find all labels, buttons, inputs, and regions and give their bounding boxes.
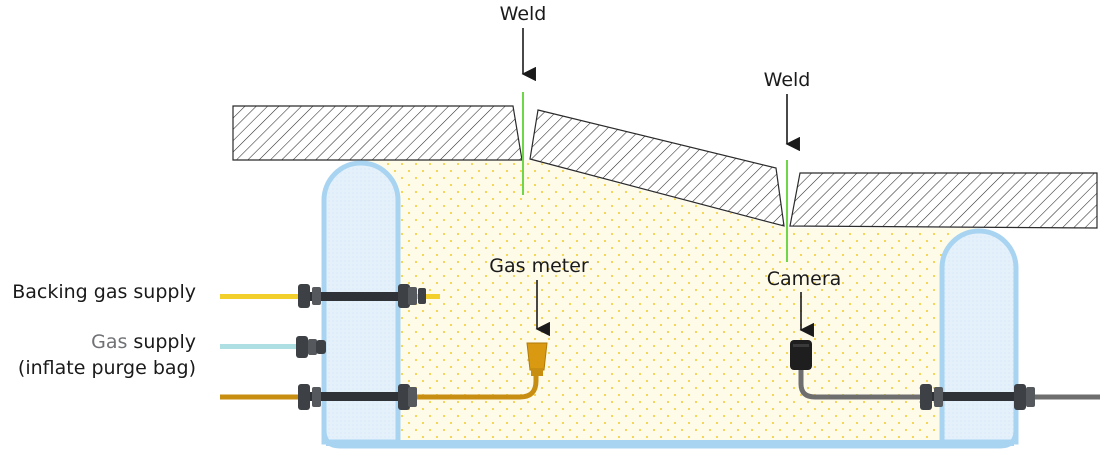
pipe-section-right	[789, 172, 1098, 229]
gas-meter-line	[220, 370, 539, 410]
camera-label: Camera	[767, 268, 842, 290]
pipe-section-left	[232, 105, 523, 161]
weld-label-left: Weld	[500, 3, 547, 25]
camera	[790, 340, 812, 370]
gas-supply-label-suffix: supply	[127, 331, 196, 353]
backing-gas-supply-label: Backing gas supply	[12, 281, 196, 303]
weld-label-right: Weld	[764, 69, 811, 91]
backing-gas-line	[220, 284, 440, 308]
purge-bag-left	[321, 160, 401, 445]
gas-meter-label: Gas meter	[489, 255, 589, 277]
purge-zone	[360, 160, 980, 442]
camera-line	[798, 368, 1100, 410]
gas-meter	[526, 342, 548, 376]
gas-supply-label-prefix: Gas	[91, 331, 127, 353]
purge-bag-connector	[326, 440, 1014, 446]
gas-supply-line	[220, 336, 326, 358]
purge-bag-right	[939, 228, 1019, 445]
gas-supply-label: Gas supply	[91, 331, 196, 353]
inflate-purge-bag-label: (inflate purge bag)	[18, 357, 196, 379]
pipe-section-middle	[529, 109, 785, 227]
purge-bag-outline-bottom	[321, 429, 1019, 449]
